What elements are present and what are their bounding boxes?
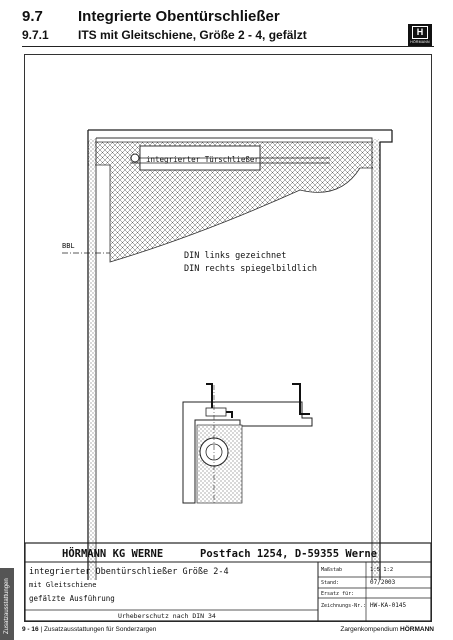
logo-brand: HÖRMANN <box>410 40 430 44</box>
frame-right-fill <box>373 139 379 580</box>
field-label-scale: Maßstab <box>321 567 342 573</box>
footer-left: 9 - 16 | Zusatzausstattungen für Sonderz… <box>22 626 156 633</box>
logo-letter: H <box>412 26 428 39</box>
section-number: 9.7 <box>22 8 43 25</box>
footer-brand: HÖRMANN <box>400 626 434 633</box>
company-address: Postfach 1254, D-59355 Werne <box>200 548 377 560</box>
field-label-drawing-no: Zeichnungs-Nr.: <box>321 603 366 609</box>
field-value-date: 07/2003 <box>370 579 396 586</box>
company-name: HÖRMANN KG WERNE <box>62 546 163 560</box>
note-din-right: DIN rechts spiegelbildlich <box>184 264 317 274</box>
closer-arm <box>205 407 227 417</box>
field-label-replaces: Ersatz für: <box>321 591 354 597</box>
wall-section <box>87 141 381 263</box>
closer-label: integrierter Türschließer <box>146 155 259 164</box>
hormann-logo: H HÖRMANN <box>408 24 432 46</box>
footer-publication: Zargenkompendium <box>340 626 399 633</box>
field-value-scale: 1:5 1:2 <box>370 567 393 573</box>
frame-left-fill <box>89 139 95 580</box>
drawing-variant: gefälzte Ausführung <box>29 594 115 603</box>
subsection-number: 9.7.1 <box>22 28 49 42</box>
frame-profile <box>87 129 393 580</box>
field-label-date: Stand: <box>321 580 339 586</box>
side-tab: Zusatzausstattungen <box>0 568 14 640</box>
field-value-drawing-no: HW-KA-0145 <box>370 602 407 609</box>
footer-section: Zusatzausstattungen für Sonderzargen <box>43 626 157 633</box>
header-rule <box>22 46 434 47</box>
title-block-frame <box>24 542 432 622</box>
note-din-left: DIN links gezeichnet <box>184 251 286 261</box>
section-title: Integrierte Obentürschließer <box>78 8 280 25</box>
subsection-title: ITS mit Gleitschiene, Größe 2 - 4, gefäl… <box>78 28 307 42</box>
page-footer: 9 - 16 | Zusatzausstattungen für Sonderz… <box>22 624 434 636</box>
footer-right: Zargenkompendium HÖRMANN <box>340 626 434 633</box>
closer-pivot <box>130 153 140 163</box>
copyright-note: Urheberschutz nach DIN 34 <box>118 612 216 620</box>
side-tab-label: Zusatzausstattungen <box>4 578 10 634</box>
footer-separator: | <box>40 626 43 633</box>
frame-inner-line <box>95 137 373 580</box>
drawing-subtitle: mit Gleitschiene <box>29 581 96 589</box>
drawing-title: integrierter Obentürschließer Größe 2-4 <box>29 567 229 577</box>
bbl-label: BBL <box>62 242 75 250</box>
slide-rail <box>130 157 330 164</box>
page-number: 9 - 16 <box>22 626 39 633</box>
